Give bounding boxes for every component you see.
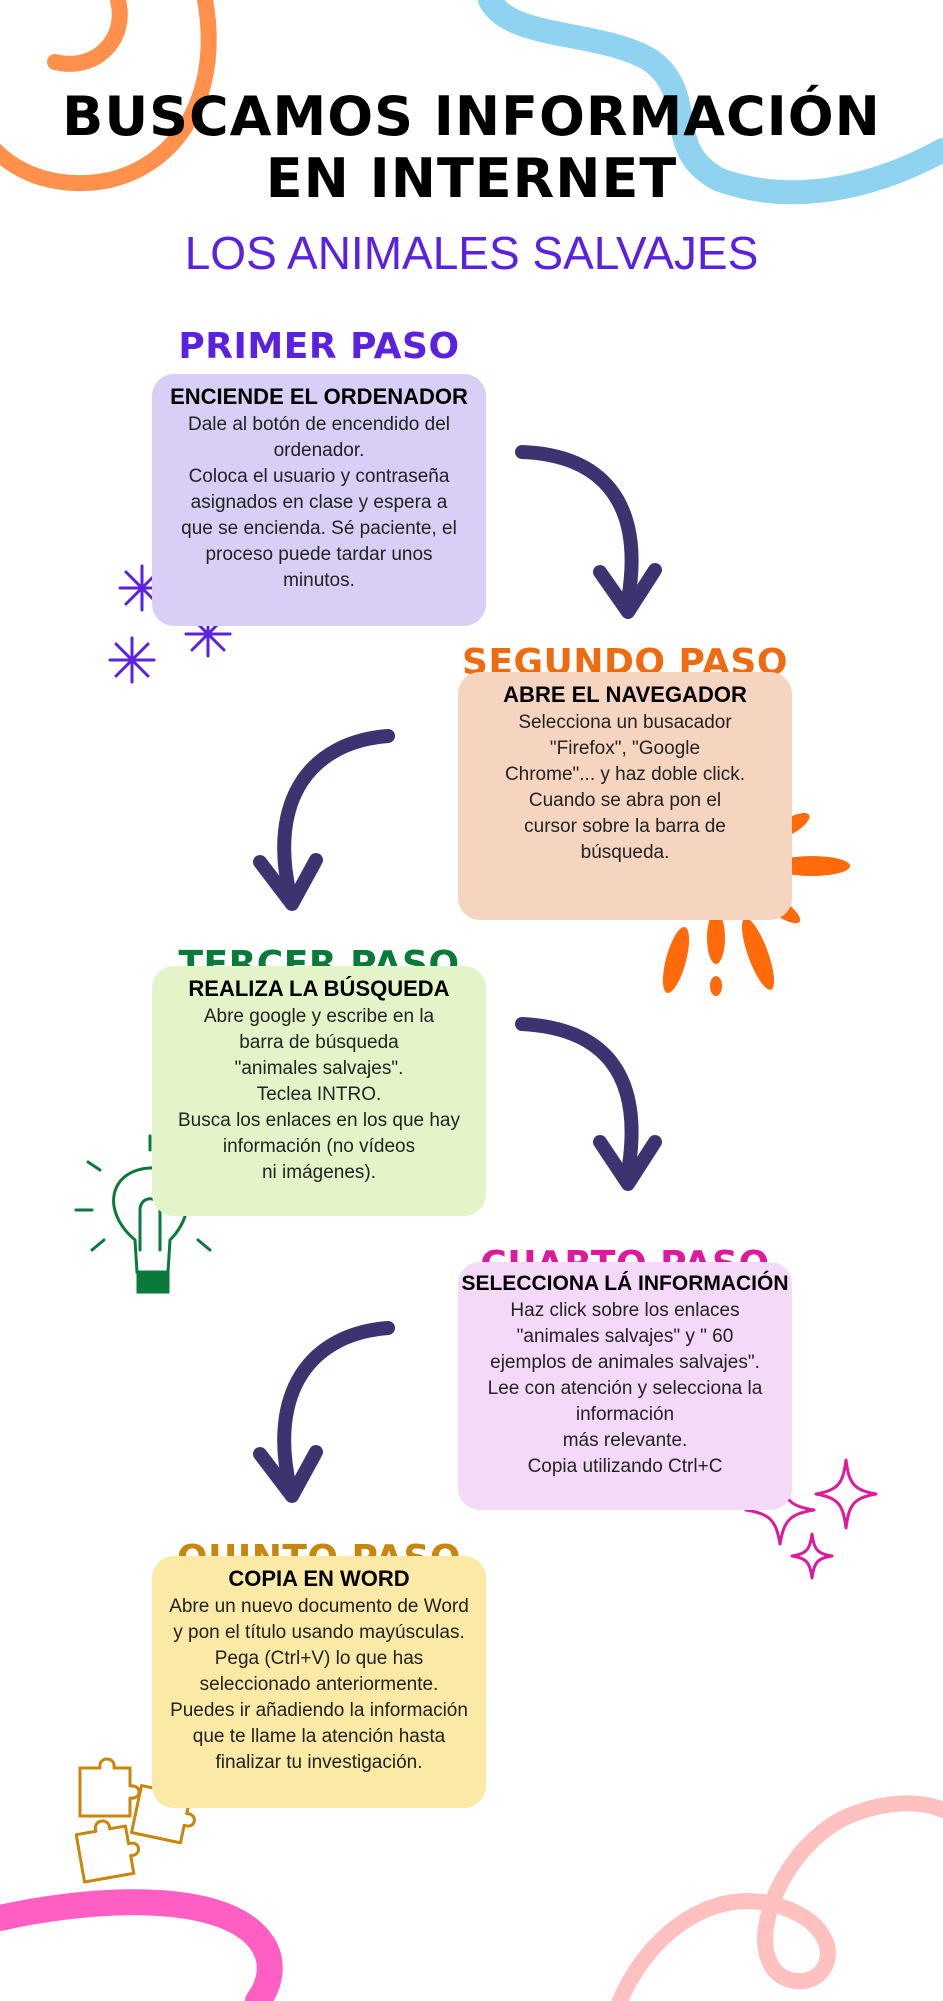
curved-arrow-icon [253,729,395,911]
peach-loop-icon [612,1795,943,2001]
curved-arrow-icon [515,1017,662,1191]
title-line-2: EN INTERNET [265,147,678,210]
step-3-text: Abre google y escribe en la barra de bús… [177,1006,460,1183]
step-1-label: PRIMER PASO [178,326,460,367]
step-5-card: COPIA EN WORD Abre un nuevo documento de… [152,1556,486,1808]
step-1-card: ENCIENDE EL ORDENADOR Dale al botón de e… [152,374,486,626]
step-2-heading: ABRE EL NAVEGADOR [503,682,747,707]
step-2-text: Selecciona un busacador "Firefox", "Goog… [504,712,746,863]
pink-swirl-icon [0,1889,283,2001]
title-line-1: BUSCAMOS INFORMACIÓN [62,85,881,148]
step-4-card: SELECCIONA LÁ INFORMACIÓN Haz click sobr… [458,1262,792,1510]
step-1-text: Dale al botón de encendido del ordenador… [181,414,457,591]
step-4-text: Haz click sobre los enlaces "animales sa… [487,1300,763,1477]
step-5-heading: COPIA EN WORD [228,1566,410,1591]
step-4-heading: SELECCIONA LÁ INFORMACIÓN [461,1272,789,1295]
curved-arrow-icon [253,1321,395,1503]
step-5-text: Abre un nuevo documento de Word y pon el… [169,1596,469,1773]
curved-arrow-icon [515,445,662,619]
step-1-heading: ENCIENDE EL ORDENADOR [170,384,468,409]
page-subtitle: LOS ANIMALES SALVAJES [184,227,759,279]
step-3-heading: REALIZA LA BÚSQUEDA [188,976,450,1001]
step-2-card: ABRE EL NAVEGADOR Selecciona un busacado… [458,672,792,920]
step-3-card: REALIZA LA BÚSQUEDA Abre google y escrib… [152,966,486,1216]
page-title: BUSCAMOS INFORMACIÓN EN INTERNET [0,86,943,210]
